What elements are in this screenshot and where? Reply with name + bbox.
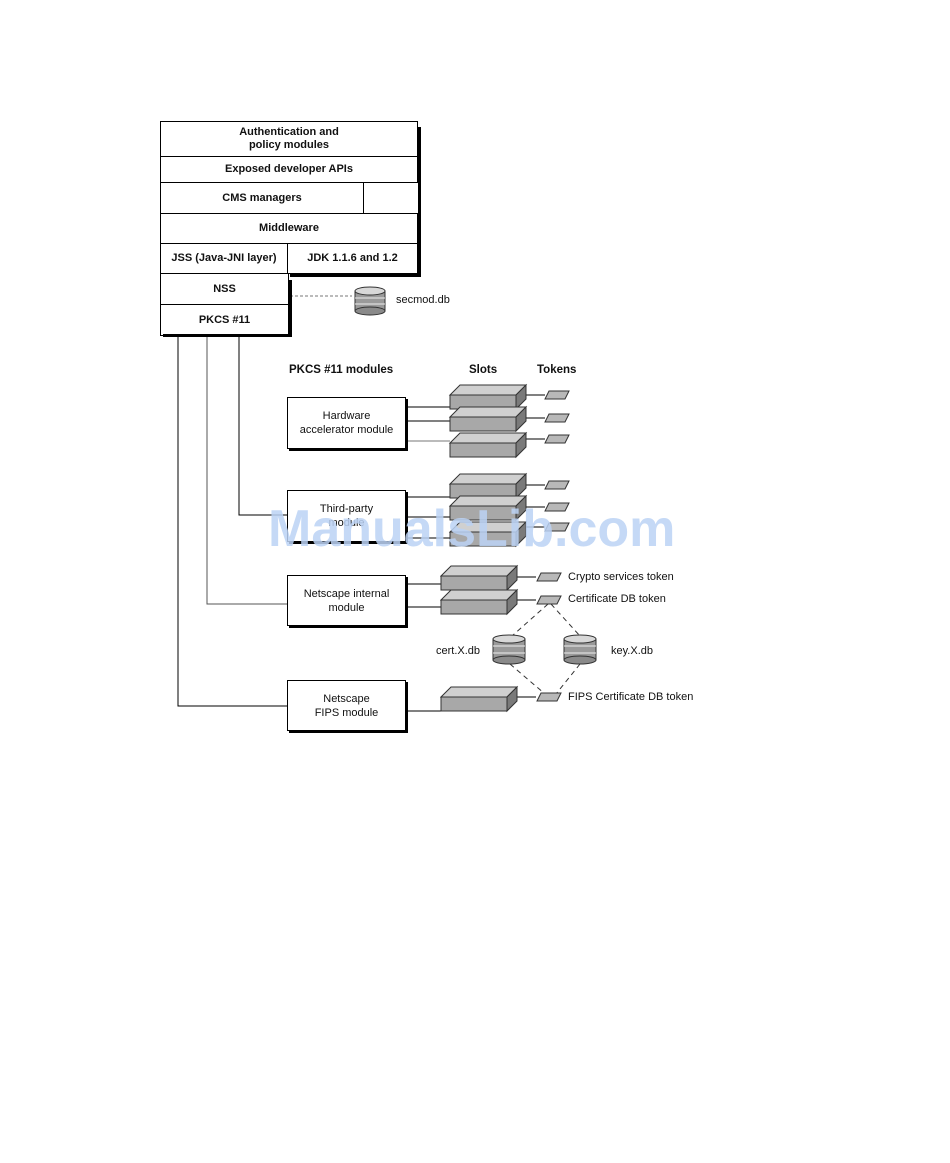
module-netscape-fips: Netscape FIPS module xyxy=(287,680,406,731)
token-hardware-3 xyxy=(544,434,570,444)
slot-thirdparty-1 xyxy=(449,473,527,499)
slots-group xyxy=(440,384,527,712)
slot-fips xyxy=(440,686,518,712)
header-slots: Slots xyxy=(469,364,498,376)
secmod-database-icon xyxy=(354,286,386,316)
token-thirdparty-1 xyxy=(544,480,570,490)
token-fips-certificate-db xyxy=(536,692,562,702)
software-stack: Authentication and policy modules Expose… xyxy=(160,121,418,336)
layer-jss: JSS (Java-JNI layer) xyxy=(160,243,288,274)
header-tokens: Tokens xyxy=(537,364,577,376)
token-certificate-db xyxy=(536,595,562,605)
module-netscape-internal: Netscape internal module xyxy=(287,575,406,626)
slot-internal-1 xyxy=(440,565,518,591)
layer-cms-managers: CMS managers xyxy=(160,182,364,214)
watermark: ManualsLib.com xyxy=(268,500,676,558)
layer-jdk: JDK 1.1.6 and 1.2 xyxy=(287,243,418,274)
layer-developer-apis: Exposed developer APIs xyxy=(160,156,418,183)
layer-nss: NSS xyxy=(160,273,289,305)
label-certificate-db-token: Certificate DB token xyxy=(568,593,666,605)
slot-hardware-2 xyxy=(449,406,527,432)
label-cert-db: cert.X.db xyxy=(436,645,481,657)
cert-database-icon xyxy=(492,634,526,665)
token-hardware-1 xyxy=(544,390,570,400)
label-fips-certificate-db-token: FIPS Certificate DB token xyxy=(568,691,694,703)
token-hardware-2 xyxy=(544,413,570,423)
slot-hardware-3 xyxy=(449,432,527,458)
layer-pkcs11: PKCS #11 xyxy=(160,304,289,336)
module-hardware-accelerator: Hardware accelerator module xyxy=(287,397,406,449)
stack-shadow-pkcs-right xyxy=(289,280,292,337)
layer-middleware: Middleware xyxy=(160,213,418,244)
stack-shadow-bottom xyxy=(290,274,421,277)
secmod-label: secmod.db xyxy=(396,294,450,306)
label-key-db: key.X.db xyxy=(611,645,653,657)
slot-hardware-1 xyxy=(449,384,527,410)
token-crypto-services xyxy=(536,572,562,582)
header-pkcs11-modules: PKCS #11 modules xyxy=(289,364,394,376)
stack-shadow-right xyxy=(418,127,421,277)
slot-internal-2 xyxy=(440,589,518,615)
module-third-party: Third-party module xyxy=(287,490,406,542)
layer-authentication: Authentication and policy modules xyxy=(160,121,418,157)
key-database-icon xyxy=(563,634,597,665)
label-crypto-services-token: Crypto services token xyxy=(568,571,674,583)
